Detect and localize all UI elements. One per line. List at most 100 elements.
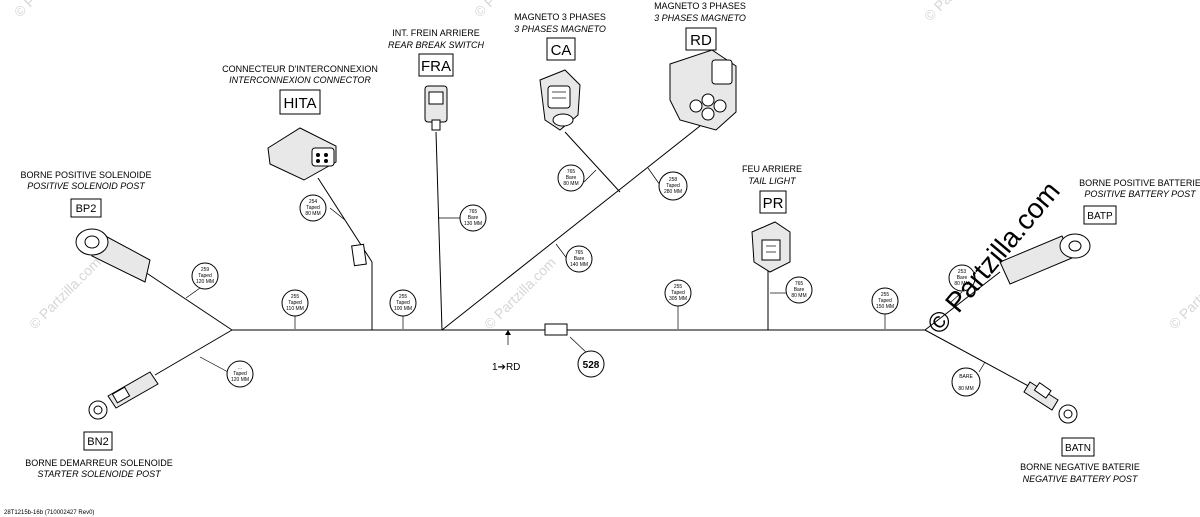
ca-connector — [539, 69, 581, 131]
svg-text:Bare: Bare — [574, 256, 585, 262]
main-trunk — [144, 125, 1046, 396]
callout-c13: ... Taped 120 MM — [199, 356, 254, 388]
bp2-terminal — [75, 228, 151, 283]
svg-text:Taped: Taped — [306, 205, 320, 211]
watermark: © Partzilla.com — [26, 254, 104, 332]
svg-text:765: 765 — [795, 281, 804, 287]
callout-c12: 253 Bare 80 MM — [948, 264, 976, 304]
label-line1: BORNE DEMARREUR SOLENOIDE — [25, 458, 173, 468]
watermarks: © Partzilla.com © Partzilla.com © Partzi… — [11, 0, 1200, 332]
callout-c5: 765 Bare 140 MM — [555, 243, 593, 273]
label-bn2: BN2 BORNE DEMARREUR SOLENOIDE STARTER SO… — [25, 431, 173, 479]
label-line2: NEGATIVE BATTERY POST — [1023, 474, 1139, 484]
svg-text:100 MM: 100 MM — [394, 306, 412, 312]
svg-text:254: 254 — [309, 199, 318, 205]
label-line2: POSITIVE SOLENOID POST — [27, 181, 146, 191]
svg-text:80 MM: 80 MM — [791, 293, 806, 299]
callout-c8: 255 Taped 100 MM — [389, 289, 417, 329]
label-line2: 3 PHASES MAGNETO — [654, 13, 746, 23]
code-box — [418, 53, 454, 77]
svg-text:140 MM: 140 MM — [570, 262, 588, 268]
svg-text:120 MM: 120 MM — [196, 279, 214, 285]
svg-text:259: 259 — [201, 267, 210, 273]
svg-text:765: 765 — [575, 250, 584, 256]
code-box — [1061, 437, 1095, 457]
callout-c2: 765 Bare 130 MM — [438, 204, 487, 232]
svg-text:Taped: Taped — [666, 183, 680, 189]
svg-text:...: ... — [238, 365, 242, 371]
svg-text:BARE: BARE — [959, 374, 973, 380]
svg-text:253: 253 — [958, 269, 967, 275]
svg-text:Taped: Taped — [233, 371, 247, 377]
svg-text:Taped: Taped — [671, 290, 685, 296]
svg-text:120 MM: 120 MM — [231, 377, 249, 383]
label-bp2: BORNE POSITIVE SOLENOIDE POSITIVE SOLENO… — [20, 170, 152, 218]
callout-c14: BARE 80 MM — [951, 361, 986, 397]
svg-text:80 MM: 80 MM — [954, 281, 969, 287]
label-line2: 3 PHASES MAGNETO — [514, 24, 606, 34]
connector-code: HITA — [283, 95, 316, 112]
callout-c6: 259 Taped 120 MM — [185, 262, 219, 299]
label-fra: INT. FREIN ARRIERE REAR BREAK SWITCH FRA — [388, 28, 485, 77]
svg-text:765: 765 — [567, 169, 576, 175]
svg-text:255: 255 — [881, 292, 890, 298]
label-line1: FEU ARRIERE — [742, 164, 802, 174]
svg-text:305 MM: 305 MM — [669, 296, 687, 302]
code-box — [759, 190, 787, 214]
callout-c7: 255 Taped 110 MM — [281, 289, 309, 329]
svg-text:Taped: Taped — [198, 273, 212, 279]
svg-text:255: 255 — [674, 284, 683, 290]
watermark: © Partzilla.com — [481, 254, 559, 332]
label-line2: POSITIVE BATTERY POST — [1084, 189, 1197, 199]
watermark: © Partzilla.com — [11, 0, 89, 20]
svg-text:80 MM: 80 MM — [958, 386, 973, 392]
svg-text:280 MM: 280 MM — [664, 189, 682, 195]
label-ca: MAGNETO 3 PHASES 3 PHASES MAGNETO CA — [514, 12, 606, 61]
code-box — [279, 89, 321, 115]
label-line1: BORNE POSITIVE BATTERIE — [1079, 178, 1200, 188]
connector-code: BP2 — [76, 203, 97, 215]
connector-code: PR — [763, 195, 784, 212]
watermark: © Partzilla.com — [1166, 254, 1200, 332]
svg-text:255: 255 — [399, 294, 408, 300]
callout-c9: 255 Taped 305 MM — [664, 279, 692, 329]
svg-text:Bare: Bare — [794, 287, 805, 293]
svg-text:80 MM: 80 MM — [305, 211, 320, 217]
code-box — [83, 431, 113, 451]
label-line1: INT. FREIN ARRIERE — [392, 28, 480, 38]
svg-text:Taped: Taped — [878, 298, 892, 304]
code-box — [1083, 205, 1117, 225]
callout-c3: 765 Bare 80 MM — [557, 164, 597, 192]
trunk-sleeve — [544, 323, 568, 336]
drawing-reference: 28T1215b-16b (710002427 Rev0) — [4, 510, 94, 516]
connector-code: BATN — [1065, 443, 1091, 454]
label-line1: BORNE NEGATIVE BATERIE — [1020, 462, 1140, 472]
callout-c11: 255 Taped 150 MM — [871, 287, 899, 329]
batn-terminal — [1023, 381, 1078, 424]
label-line2: TAIL LIGHT — [748, 176, 797, 186]
label-line1: CONNECTEUR D'INTERCONNEXION — [222, 64, 378, 74]
fra-connector — [424, 85, 448, 131]
svg-text:Bare: Bare — [468, 215, 479, 221]
label-rd: MAGNETO 3 PHASES 3 PHASES MAGNETO RD — [654, 1, 746, 51]
label-line2: REAR BREAK SWITCH — [388, 40, 485, 50]
callout-c4: 258 Taped 280 MM — [647, 167, 688, 201]
svg-text:130 MM: 130 MM — [464, 221, 482, 227]
connector-code: RD — [690, 32, 712, 49]
connector-code: FRA — [421, 58, 451, 75]
label-batn: BATN BORNE NEGATIVE BATERIE NEGATIVE BAT… — [1020, 437, 1140, 484]
callout-c10: 765 Bare 80 MM — [770, 276, 813, 304]
callout-c1: 254 Taped 80 MM — [299, 194, 346, 222]
svg-text:Taped: Taped — [288, 300, 302, 306]
svg-text:150 MM: 150 MM — [876, 304, 894, 310]
label-pr: FEU ARRIERE TAIL LIGHT PR — [742, 164, 802, 214]
part-number-badge: 528 — [569, 336, 605, 378]
part-number: 528 — [583, 360, 600, 371]
svg-text:Bare: Bare — [957, 275, 968, 281]
watermark: © Partzilla.com — [921, 0, 999, 24]
svg-text:255: 255 — [291, 294, 300, 300]
label-line2: STARTER SOLENOIDE POST — [37, 469, 162, 479]
code-box — [685, 27, 717, 51]
